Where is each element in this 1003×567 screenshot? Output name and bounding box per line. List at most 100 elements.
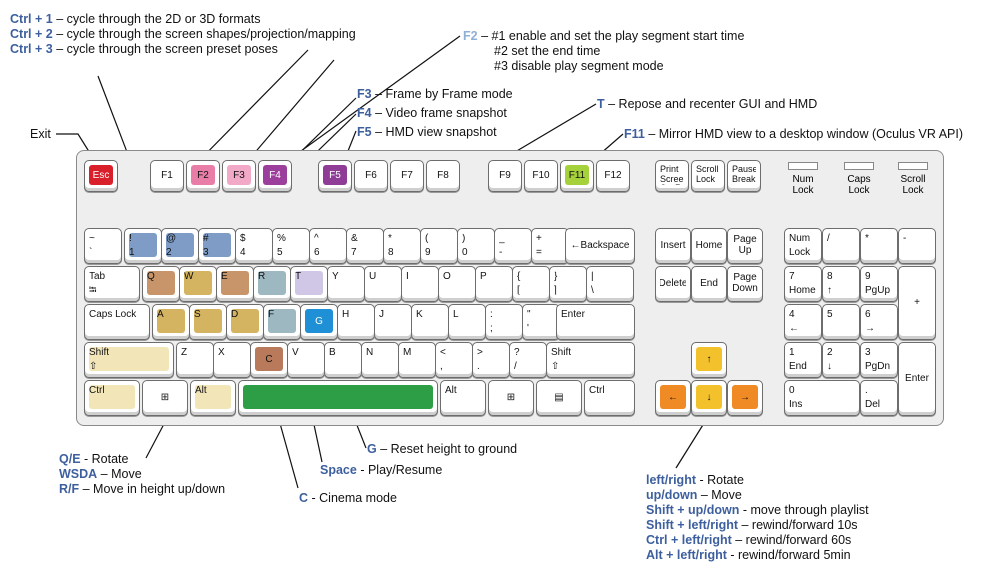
key-f1[interactable]: F1 [150,160,184,192]
key-tab[interactable]: Tab⭾ [84,266,140,302]
key-n[interactable]: N [361,342,399,378]
key-lbr[interactable]: {[ [512,266,550,302]
key-f8[interactable]: F8 [426,160,460,192]
key-equals[interactable]: += [531,228,569,264]
key-k9[interactable]: (9 [420,228,458,264]
key-rctrl[interactable]: Ctrl [584,380,635,416]
key-e[interactable]: E [216,266,254,302]
key-insert[interactable]: Insert [655,228,691,264]
key-end[interactable]: End [691,266,727,302]
key-period[interactable]: >. [472,342,510,378]
key-numadd[interactable]: + [898,266,936,340]
key-lshift[interactable]: Shift⇧ [84,342,174,378]
key-r[interactable]: R [253,266,291,302]
key-lalt[interactable]: Alt [190,380,236,416]
key-d[interactable]: D [226,304,264,340]
key-f12[interactable]: F12 [596,160,630,192]
key-num5[interactable]: 5 [822,304,860,340]
key-numsub[interactable]: - [898,228,936,264]
key-f11[interactable]: F11 [560,160,594,192]
key-pipe[interactable]: |\ [586,266,634,302]
key-p[interactable]: P [475,266,513,302]
key-f2[interactable]: F2 [186,160,220,192]
key-y[interactable]: Y [327,266,365,302]
key-w[interactable]: W [179,266,217,302]
key-k5[interactable]: %5 [272,228,310,264]
key-lctrl[interactable]: Ctrl [84,380,140,416]
key-k8[interactable]: *8 [383,228,421,264]
key-backspace[interactable]: ←Backspace [565,228,635,264]
key-i[interactable]: I [401,266,439,302]
key-num6[interactable]: 6→ [860,304,898,340]
key-ralt[interactable]: Alt [440,380,486,416]
key-k[interactable]: K [411,304,449,340]
key-esc[interactable]: Esc [84,160,118,192]
key-g[interactable]: G [300,304,338,340]
key-k0[interactable]: )0 [457,228,495,264]
key-l[interactable]: L [448,304,486,340]
key-u[interactable]: U [364,266,402,302]
key-num8[interactable]: 8↑ [822,266,860,302]
key-rshift[interactable]: Shift⇧ [546,342,635,378]
key-b[interactable]: B [324,342,362,378]
key-menu[interactable]: ▤ [536,380,582,416]
key-num2[interactable]: 2↓ [822,342,860,378]
key-k1[interactable]: !1 [124,228,162,264]
key-rbr[interactable]: }] [549,266,587,302]
key-c[interactable]: C [250,342,288,378]
key-t[interactable]: T [290,266,328,302]
key-v[interactable]: V [287,342,325,378]
key-comma[interactable]: <, [435,342,473,378]
key-k3[interactable]: #3 [198,228,236,264]
key-k7[interactable]: &7 [346,228,384,264]
key-f7[interactable]: F7 [390,160,424,192]
key-lwin[interactable]: ⊞ [142,380,188,416]
key-q[interactable]: Q [142,266,180,302]
key-rwin[interactable]: ⊞ [488,380,534,416]
key-k6[interactable]: ^6 [309,228,347,264]
key-x[interactable]: X [213,342,251,378]
key-semi[interactable]: :; [485,304,523,340]
key-numdot[interactable]: .Del [860,380,898,416]
key-arrow-up[interactable]: ↑ [691,342,727,378]
key-delete[interactable]: Delete [655,266,691,302]
key-num4[interactable]: 4← [784,304,822,340]
key-m[interactable]: M [398,342,436,378]
key-a[interactable]: A [152,304,190,340]
key-arrow-right[interactable]: → [727,380,763,416]
key-f[interactable]: F [263,304,301,340]
key-numdiv[interactable]: / [822,228,860,264]
key-arrow-down[interactable]: ↓ [691,380,727,416]
key-k2[interactable]: @2 [161,228,199,264]
key-arrow-left[interactable]: ← [655,380,691,416]
key-k4[interactable]: $4 [235,228,273,264]
key-slash[interactable]: ?/ [509,342,547,378]
key-nummul[interactable]: * [860,228,898,264]
key-h[interactable]: H [337,304,375,340]
key-space[interactable] [238,380,438,416]
key-f3[interactable]: F3 [222,160,256,192]
key-f9[interactable]: F9 [488,160,522,192]
key-f10[interactable]: F10 [524,160,558,192]
key-prtsc[interactable]: PrintScreenSysRq [655,160,689,192]
key-numenter[interactable]: Enter [898,342,936,416]
key-f4[interactable]: F4 [258,160,292,192]
key-caps[interactable]: Caps Lock [84,304,150,340]
key-quote[interactable]: "' [522,304,560,340]
key-enter[interactable]: Enter [556,304,635,340]
key-tilde[interactable]: ~` [84,228,122,264]
key-z[interactable]: Z [176,342,214,378]
key-s[interactable]: S [189,304,227,340]
key-o[interactable]: O [438,266,476,302]
key-home[interactable]: Home [691,228,727,264]
